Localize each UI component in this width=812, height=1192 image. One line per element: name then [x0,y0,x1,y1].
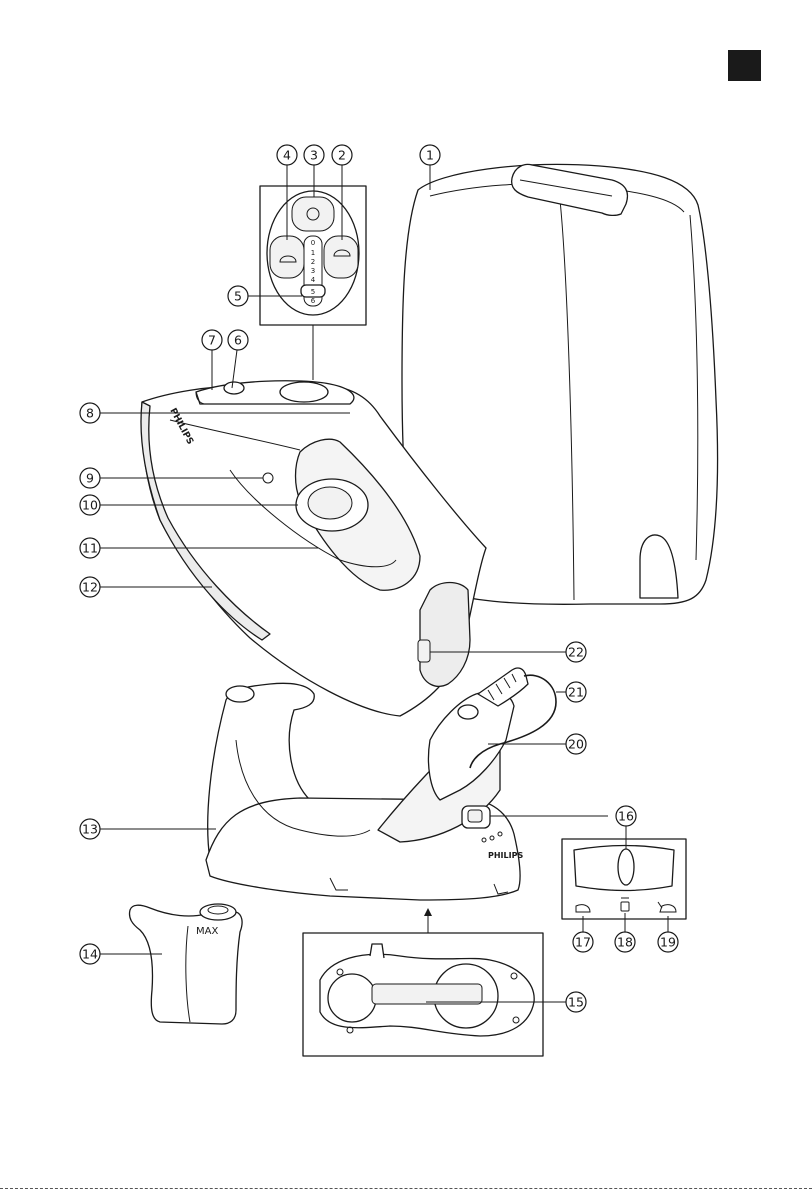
svg-text:2: 2 [338,148,346,163]
svg-text:11: 11 [82,541,98,556]
callout-2: 2 [332,145,352,165]
callout-20: 20 [566,734,586,754]
svg-text:20: 20 [568,737,584,752]
svg-text:13: 13 [82,822,98,837]
svg-text:4: 4 [283,148,291,163]
dial-setting-6: 6 [311,297,316,305]
callout-16: 16 [616,806,636,826]
page-bottom-rule [0,1188,812,1189]
svg-text:10: 10 [82,498,98,513]
dial-setting-1: 1 [311,249,315,257]
svg-text:7: 7 [208,333,216,348]
svg-text:1: 1 [426,148,434,163]
svg-text:14: 14 [82,947,98,962]
callout-6: 6 [228,330,248,350]
svg-text:15: 15 [568,995,584,1010]
indicator-panel-inset [562,839,686,919]
callout-12: 12 [80,577,100,597]
control-panel-inset: 0 1 2 3 4 5 6 [260,186,366,380]
water-tank: MAX [129,904,242,1024]
svg-text:22: 22 [568,645,584,660]
svg-text:17: 17 [575,935,591,950]
svg-text:19: 19 [660,935,676,950]
tank-max-mark: MAX [196,926,218,937]
svg-text:21: 21 [568,685,584,700]
dial-setting-2: 2 [311,258,315,266]
callout-9: 9 [80,468,100,488]
callout-22: 22 [566,642,586,662]
callout-4: 4 [277,145,297,165]
callout-13: 13 [80,819,100,839]
callout-21: 21 [566,682,586,702]
callout-7: 7 [202,330,222,350]
dial-setting-5: 5 [311,288,315,296]
callout-19: 19 [658,932,678,952]
svg-text:8: 8 [86,406,94,421]
dial-setting-4: 4 [311,276,316,284]
dial-setting-0: 0 [311,239,315,247]
base-bottom-view-inset [303,908,543,1056]
callout-5: 5 [228,286,248,306]
svg-text:12: 12 [82,580,98,595]
callout-14: 14 [80,944,100,964]
svg-text:9: 9 [86,471,94,486]
callout-10: 10 [80,495,100,515]
dial-setting-3: 3 [311,267,315,275]
svg-text:6: 6 [234,333,242,348]
callout-17: 17 [573,932,593,952]
svg-text:18: 18 [617,935,633,950]
svg-text:5: 5 [234,289,242,304]
svg-text:3: 3 [310,148,318,163]
callout-1: 1 [420,145,440,165]
callout-18: 18 [615,932,635,952]
callout-3: 3 [304,145,324,165]
svg-text:16: 16 [618,809,634,824]
callout-11: 11 [80,538,100,558]
base-brand-text: PHILIPS [488,851,523,860]
callout-8: 8 [80,403,100,423]
callout-15: 15 [566,992,586,1012]
